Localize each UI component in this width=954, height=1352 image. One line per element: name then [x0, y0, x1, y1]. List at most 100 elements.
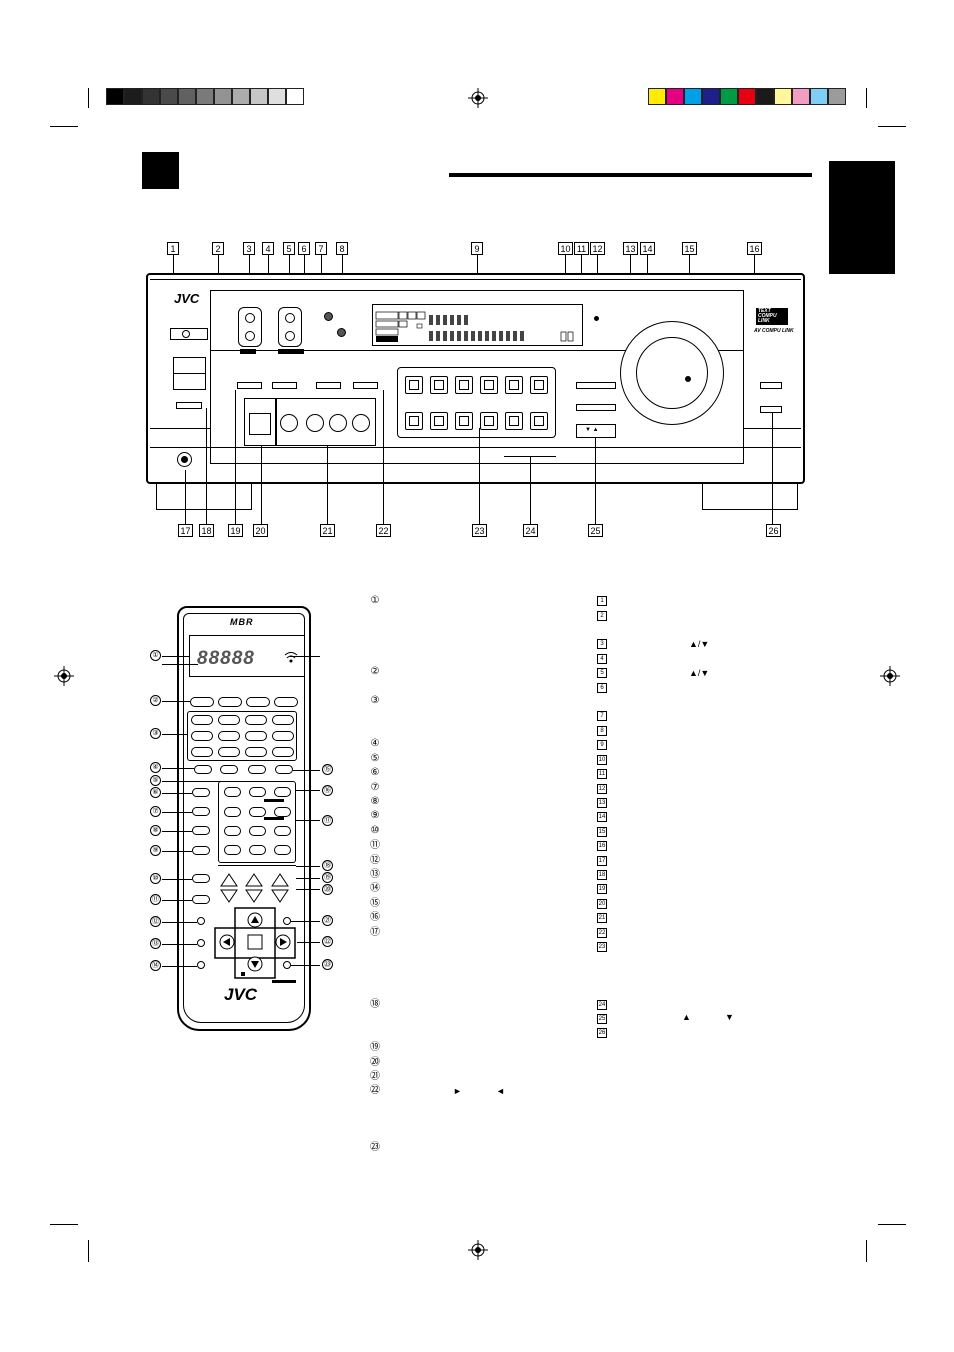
optical-input-jack[interactable]	[249, 413, 271, 435]
audio-left-jack[interactable]	[329, 414, 347, 432]
remote-key[interactable]	[245, 715, 267, 725]
adjust-knob[interactable]	[285, 331, 295, 341]
dsp-button[interactable]	[455, 412, 473, 430]
source-button[interactable]	[530, 376, 548, 394]
remote-key[interactable]	[191, 715, 213, 725]
dsp-button[interactable]	[530, 412, 548, 430]
remote-function-button[interactable]	[220, 765, 238, 774]
speakers-button[interactable]	[176, 402, 202, 409]
remote-key[interactable]	[245, 747, 267, 757]
remote-source-button[interactable]	[274, 697, 298, 707]
remote-key[interactable]	[218, 731, 240, 741]
remote-function-button[interactable]	[248, 765, 266, 774]
remote-tuner-key[interactable]	[249, 807, 266, 817]
remote-key[interactable]	[272, 747, 294, 757]
setting-button-10[interactable]	[576, 404, 616, 411]
remote-left-button-6[interactable]	[192, 788, 210, 797]
video-jack[interactable]	[306, 414, 324, 432]
source-button[interactable]	[505, 376, 523, 394]
remote-tuner-key[interactable]	[249, 826, 266, 836]
setting-button-11[interactable]	[576, 382, 616, 389]
remote-tuner-key[interactable]	[224, 826, 241, 836]
left-desc-marker: ⑫	[369, 855, 381, 867]
dsp-button[interactable]	[405, 412, 423, 430]
dsp-button[interactable]	[505, 412, 523, 430]
remote-left-button-11[interactable]	[192, 895, 210, 904]
remote-source-button[interactable]	[246, 697, 270, 707]
surround-on-off-button[interactable]	[353, 382, 378, 389]
gray-swatch	[250, 88, 268, 105]
leader-line	[291, 921, 320, 922]
remote-key[interactable]	[272, 715, 294, 725]
remote-source-button[interactable]	[190, 697, 214, 707]
remote-tuner-key[interactable]	[224, 845, 241, 855]
remote-left-button-8[interactable]	[192, 826, 210, 835]
remote-key[interactable]	[218, 747, 240, 757]
remote-callout-2: ②	[150, 695, 161, 706]
input-analog-button[interactable]	[272, 382, 297, 389]
remote-key[interactable]	[245, 731, 267, 741]
remote-arrow-keys[interactable]	[216, 868, 300, 908]
remote-transport-pad[interactable]	[213, 906, 297, 980]
left-desc-marker: ①	[369, 595, 381, 607]
remote-key-grid	[187, 711, 297, 761]
color-swatch	[666, 88, 684, 105]
button-26[interactable]	[760, 406, 782, 413]
adjust-knob[interactable]	[285, 313, 295, 323]
remote-tuner-key[interactable]	[224, 787, 241, 797]
crop-mark	[878, 126, 906, 127]
remote-small-button-14[interactable]	[197, 961, 205, 969]
phones-jack[interactable]	[177, 452, 192, 467]
registration-target-icon	[468, 1240, 488, 1260]
source-button[interactable]	[455, 376, 473, 394]
crop-mark	[88, 1240, 89, 1262]
display-segments	[375, 311, 574, 342]
remote-key[interactable]	[191, 747, 213, 757]
jack-8[interactable]	[337, 328, 346, 337]
remote-small-button-13[interactable]	[197, 939, 205, 947]
remote-function-button[interactable]	[194, 765, 212, 774]
right-desc-marker: 4	[597, 654, 607, 664]
left-desc-marker: ⑥	[369, 767, 381, 779]
remote-left-button-10[interactable]	[192, 874, 210, 883]
dsp-button[interactable]	[480, 412, 498, 430]
remote-tuner-key[interactable]	[249, 845, 266, 855]
left-desc-marker: ㉒	[369, 1085, 381, 1097]
remote-tuner-key[interactable]	[224, 807, 241, 817]
jack-7[interactable]	[324, 312, 333, 321]
dsp-button[interactable]	[430, 412, 448, 430]
master-volume-knob[interactable]	[636, 337, 708, 409]
remote-small-button-12[interactable]	[197, 917, 205, 925]
source-button[interactable]	[405, 376, 423, 394]
adjust-knob[interactable]	[245, 331, 255, 341]
remote-small-button-21[interactable]	[283, 917, 291, 925]
adjust-knob[interactable]	[245, 313, 255, 323]
remote-key[interactable]	[191, 731, 213, 741]
remote-tuner-key[interactable]	[249, 787, 266, 797]
remote-small-button-23[interactable]	[283, 961, 291, 969]
leader-line	[383, 390, 384, 524]
remote-key[interactable]	[272, 731, 294, 741]
remote-tuner-key[interactable]	[274, 787, 291, 797]
right-desc-marker: 25	[597, 1014, 607, 1024]
source-button[interactable]	[430, 376, 448, 394]
audio-right-jack[interactable]	[352, 414, 370, 432]
arrow-l22-a: ►	[453, 1086, 462, 1096]
s-video-jack[interactable]	[280, 414, 298, 432]
remote-source-button[interactable]	[218, 697, 242, 707]
button-16[interactable]	[760, 382, 782, 389]
remote-key[interactable]	[218, 715, 240, 725]
dimmer-button[interactable]	[316, 382, 341, 389]
remote-tuner-key[interactable]	[274, 807, 291, 817]
remote-left-button-7[interactable]	[192, 807, 210, 816]
remote-tuner-key[interactable]	[274, 826, 291, 836]
remote-function-button[interactable]	[275, 765, 293, 774]
input-digital-button[interactable]	[237, 382, 262, 389]
remote-callout-1: ①	[150, 650, 161, 661]
source-button[interactable]	[480, 376, 498, 394]
multi-jog-buttons[interactable]	[576, 424, 616, 438]
remote-left-button-9[interactable]	[192, 846, 210, 855]
remote-tuner-key[interactable]	[274, 845, 291, 855]
color-swatch	[756, 88, 774, 105]
remote-callout-17: ⑰	[322, 815, 333, 826]
